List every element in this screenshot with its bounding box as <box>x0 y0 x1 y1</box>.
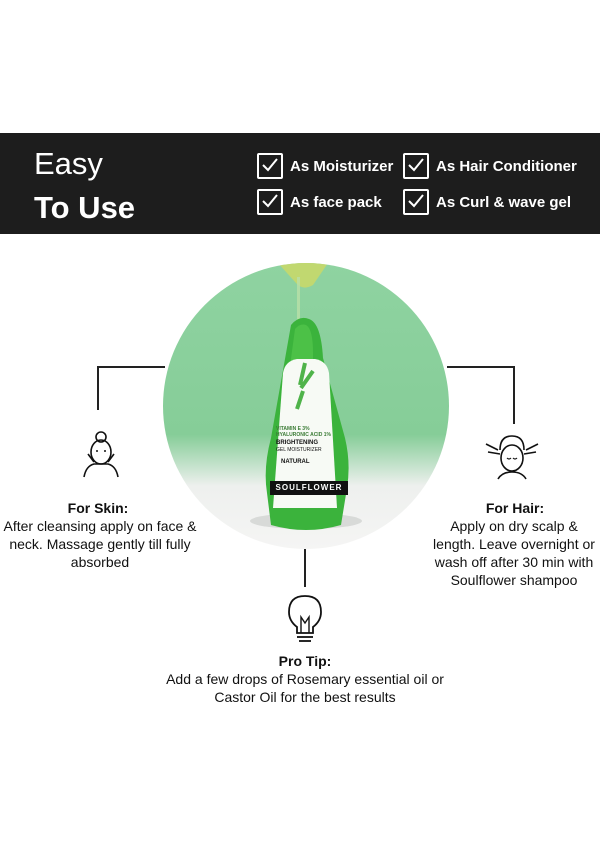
use-face-pack: As face pack <box>290 194 382 211</box>
banner-title-line1: Easy <box>34 146 103 181</box>
hair-massage-icon <box>485 435 539 480</box>
lightbulb-icon <box>288 595 322 642</box>
checkbox-icon <box>403 153 429 179</box>
checkbox-icon <box>257 153 283 179</box>
checkbox-icon <box>257 189 283 215</box>
easy-to-use-banner <box>0 133 600 234</box>
hair-text: Apply on dry scalp & length. Leave overn… <box>433 518 595 588</box>
connector-line <box>97 366 99 410</box>
skin-title: For Skin: <box>67 500 129 516</box>
label-line3: BRIGHTENING <box>276 440 318 446</box>
face-cleansing-icon <box>83 431 119 478</box>
product-image <box>163 263 449 549</box>
hair-title: For Hair: <box>485 500 545 516</box>
connector-line <box>97 366 165 368</box>
use-moisturizer: As Moisturizer <box>290 158 394 175</box>
use-curl-gel: As Curl & wave gel <box>436 194 572 211</box>
gel-bottle-icon <box>250 263 362 530</box>
pro-tip-title: Pro Tip: <box>278 653 332 669</box>
label-line2: HYALURONIC ACID 1% <box>276 432 331 438</box>
checkbox-icon <box>403 189 429 215</box>
pro-tip-text: Add a few drops of Rosemary essential oi… <box>166 671 444 705</box>
skin-text: After cleansing apply on face & neck. Ma… <box>3 518 197 570</box>
label-line5: NATURAL <box>281 459 310 465</box>
connector-line <box>304 549 306 587</box>
label-line1: VITAMIN E 3% <box>276 426 310 432</box>
brand-label: SOULFLOWER <box>270 481 348 495</box>
connector-line <box>447 366 515 368</box>
connector-line <box>513 366 515 424</box>
use-hair-conditioner: As Hair Conditioner <box>436 158 577 175</box>
label-line4: GEL MOISTURIZER <box>276 447 322 453</box>
banner-title-line2: To Use <box>34 190 136 225</box>
